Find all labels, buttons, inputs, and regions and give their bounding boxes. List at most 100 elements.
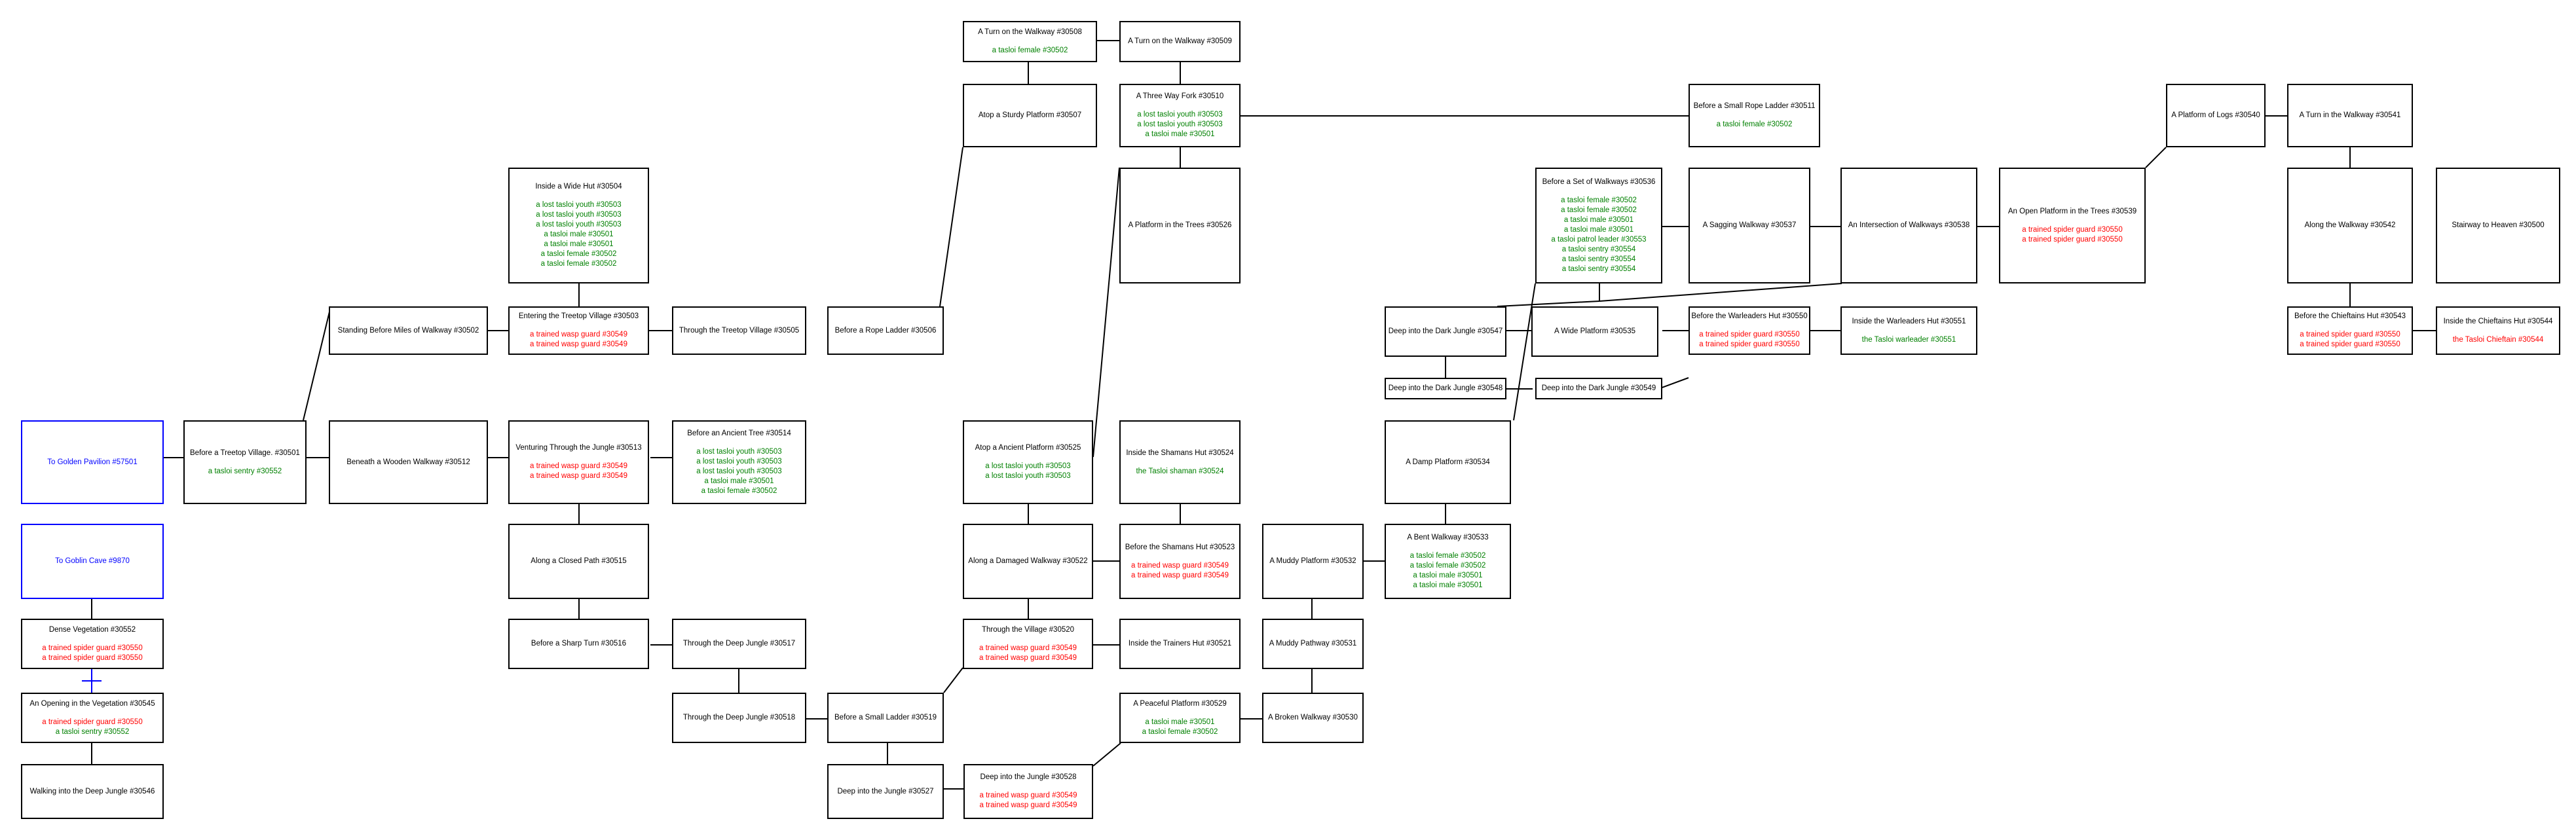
- room-box: An Intersection of Walkways #30538: [1840, 168, 1977, 283]
- room-title: Inside the Trainers Hut #30521: [1128, 640, 1232, 647]
- friendly-mob-label: a lost tasloi youth #30503: [536, 201, 622, 209]
- hostile-mob-label: a trained spider guard #30550: [2300, 340, 2400, 348]
- friendly-mob-label: a tasloi sentry #30552: [208, 467, 282, 475]
- room-title: A Peaceful Platform #30529: [1133, 699, 1227, 708]
- room-title: Inside the Shamans Hut #30524: [1126, 448, 1234, 457]
- room-box: A Turn in the Walkway #30541: [2287, 84, 2413, 147]
- friendly-mob-label: a tasloi male #30501: [1563, 225, 1634, 234]
- friendly-mob-label: a tasloi male #30501: [1563, 215, 1634, 224]
- room-title: A Sagging Walkway #30537: [1702, 221, 1797, 229]
- room-title: Standing Before Miles of Walkway #30502: [337, 326, 479, 335]
- room-box: A Bent Walkway #30533 a tasloi female #30…: [1385, 524, 1511, 599]
- room-title: Before a Set of Walkways #30536: [1542, 177, 1656, 186]
- connection-line: [1092, 167, 1120, 458]
- friendly-mob-label: a tasloi sentry #30554: [1561, 255, 1636, 263]
- connection-line: [1599, 283, 1842, 302]
- room-title: Through the Village #30520: [981, 625, 1075, 634]
- room-title: Before the Warleaders Hut #30550: [1691, 312, 1808, 320]
- room-title: An Open Platform in the Trees #30539: [2007, 207, 2137, 215]
- hostile-mob-label: a trained wasp guard #30549: [979, 792, 1077, 799]
- friendly-mob-label: a lost tasloi youth #30503: [536, 211, 622, 219]
- room-title: A Muddy Pathway #30531: [1269, 640, 1357, 647]
- friendly-mob-label: a tasloi female #30502: [1561, 196, 1637, 204]
- room-title: Atop a Ancient Platform #30525: [975, 444, 1081, 452]
- exit-room-box: To Golden Pavilion #57501: [21, 420, 164, 504]
- hostile-mob-label: a trained wasp guard #30549: [530, 331, 627, 338]
- room-title: Through the Deep Jungle #30517: [682, 640, 796, 647]
- friendly-mob-label: a lost tasloi youth #30503: [536, 221, 622, 228]
- room-box: Atop a Ancient Platform #30525 a lost tas…: [963, 420, 1093, 504]
- connection-line: [943, 667, 963, 693]
- room-title: Deep into the Dark Jungle #30549: [1541, 384, 1656, 392]
- friendly-mob-label: a tasloi female #30502: [1409, 551, 1486, 560]
- room-title: A Bent Walkway #30533: [1407, 533, 1489, 541]
- room-box: Dense Vegetation #30552 a trained spider …: [21, 619, 164, 669]
- room-box: A Platform of Logs #30540: [2166, 84, 2266, 147]
- hostile-mob-label: a trained wasp guard #30549: [1131, 571, 1229, 579]
- room-box: An Opening in the Vegetation #30545 a tra…: [21, 693, 164, 743]
- friendly-mob-label: a lost tasloi youth #30503: [1137, 120, 1223, 128]
- friendly-mob-label: a tasloi male #30501: [1413, 581, 1483, 589]
- room-box: Through the Deep Jungle #30517: [672, 619, 806, 669]
- connection-line: [2145, 147, 2167, 168]
- room-title: Walking into the Deep Jungle #30546: [29, 787, 155, 795]
- room-box: A Wide Platform #30535: [1531, 306, 1658, 357]
- room-title: A Turn in the Walkway #30541: [2299, 111, 2401, 119]
- hostile-mob-label: a trained wasp guard #30549: [979, 653, 1077, 662]
- friendly-mob-label: a tasloi male #30501: [544, 240, 614, 248]
- hostile-mob-label: a trained spider guard #30550: [42, 653, 143, 662]
- room-title: Before a Small Rope Ladder #30511: [1693, 102, 1816, 110]
- room-box: Deep into the Dark Jungle #30548: [1385, 378, 1506, 399]
- room-title: Before a Sharp Turn #30516: [531, 640, 627, 647]
- room-title: Before an Ancient Tree #30514: [687, 429, 791, 437]
- friendly-mob-label: a lost tasloi youth #30503: [696, 467, 782, 475]
- friendly-mob-label: the Tasloi shaman #30524: [1136, 467, 1224, 475]
- room-title: An Opening in the Vegetation #30545: [29, 699, 155, 708]
- room-title: Deep into the Dark Jungle #30548: [1388, 384, 1503, 392]
- room-box: Through the Deep Jungle #30518: [672, 693, 806, 743]
- friendly-mob-label: a lost tasloi youth #30503: [696, 447, 782, 456]
- hostile-mob-label: a trained spider guard #30550: [42, 644, 143, 652]
- room-title: Deep into the Dark Jungle #30547: [1388, 327, 1503, 335]
- friendly-mob-label: a tasloi female #30502: [1409, 561, 1486, 570]
- friendly-mob-label: a tasloi patrol leader #30553: [1551, 235, 1647, 244]
- room-box: A Sagging Walkway #30537: [1689, 168, 1810, 283]
- room-title: Through the Deep Jungle #30518: [682, 714, 796, 721]
- room-box: A Broken Walkway #30530: [1262, 693, 1364, 743]
- room-title: Venturing Through the Jungle #30513: [515, 444, 642, 452]
- hostile-mob-label: a trained spider guard #30550: [1699, 340, 1800, 348]
- room-box: Along a Damaged Walkway #30522: [963, 524, 1093, 599]
- hostile-mob-label: a trained spider guard #30550: [2300, 331, 2400, 338]
- friendly-mob-label: a tasloi sentry #30554: [1561, 245, 1636, 253]
- friendly-mob-label: a tasloi male #30501: [704, 477, 774, 485]
- room-title: Deep into the Jungle #30528: [980, 773, 1077, 781]
- friendly-mob-label: a tasloi female #30502: [992, 46, 1068, 54]
- room-title: Dense Vegetation #30552: [48, 625, 136, 634]
- room-box: Deep into the Jungle #30527: [827, 764, 944, 819]
- friendly-mob-label: a tasloi male #30501: [1145, 130, 1215, 138]
- room-box: A Turn on the Walkway #30509: [1119, 21, 1241, 62]
- room-title: Before a Rope Ladder #30506: [834, 326, 937, 335]
- room-box: Beneath a Wooden Walkway #30512: [329, 420, 488, 504]
- friendly-mob-label: a lost tasloi youth #30503: [696, 457, 782, 465]
- room-title: A Platform of Logs #30540: [2171, 111, 2260, 119]
- room-box: A Muddy Pathway #30531: [1262, 619, 1364, 669]
- friendly-mob-label: a tasloi sentry #30552: [55, 727, 130, 736]
- hostile-mob-label: a trained spider guard #30550: [42, 718, 143, 726]
- hostile-mob-label: a trained spider guard #30550: [1699, 331, 1800, 338]
- friendly-mob-label: a tasloi female #30502: [1716, 120, 1793, 128]
- hostile-mob-label: a trained wasp guard #30549: [1131, 561, 1229, 570]
- connection-line: [1497, 301, 1600, 307]
- friendly-mob-label: a lost tasloi youth #30503: [985, 462, 1071, 470]
- room-title: Beneath a Wooden Walkway #30512: [346, 458, 470, 466]
